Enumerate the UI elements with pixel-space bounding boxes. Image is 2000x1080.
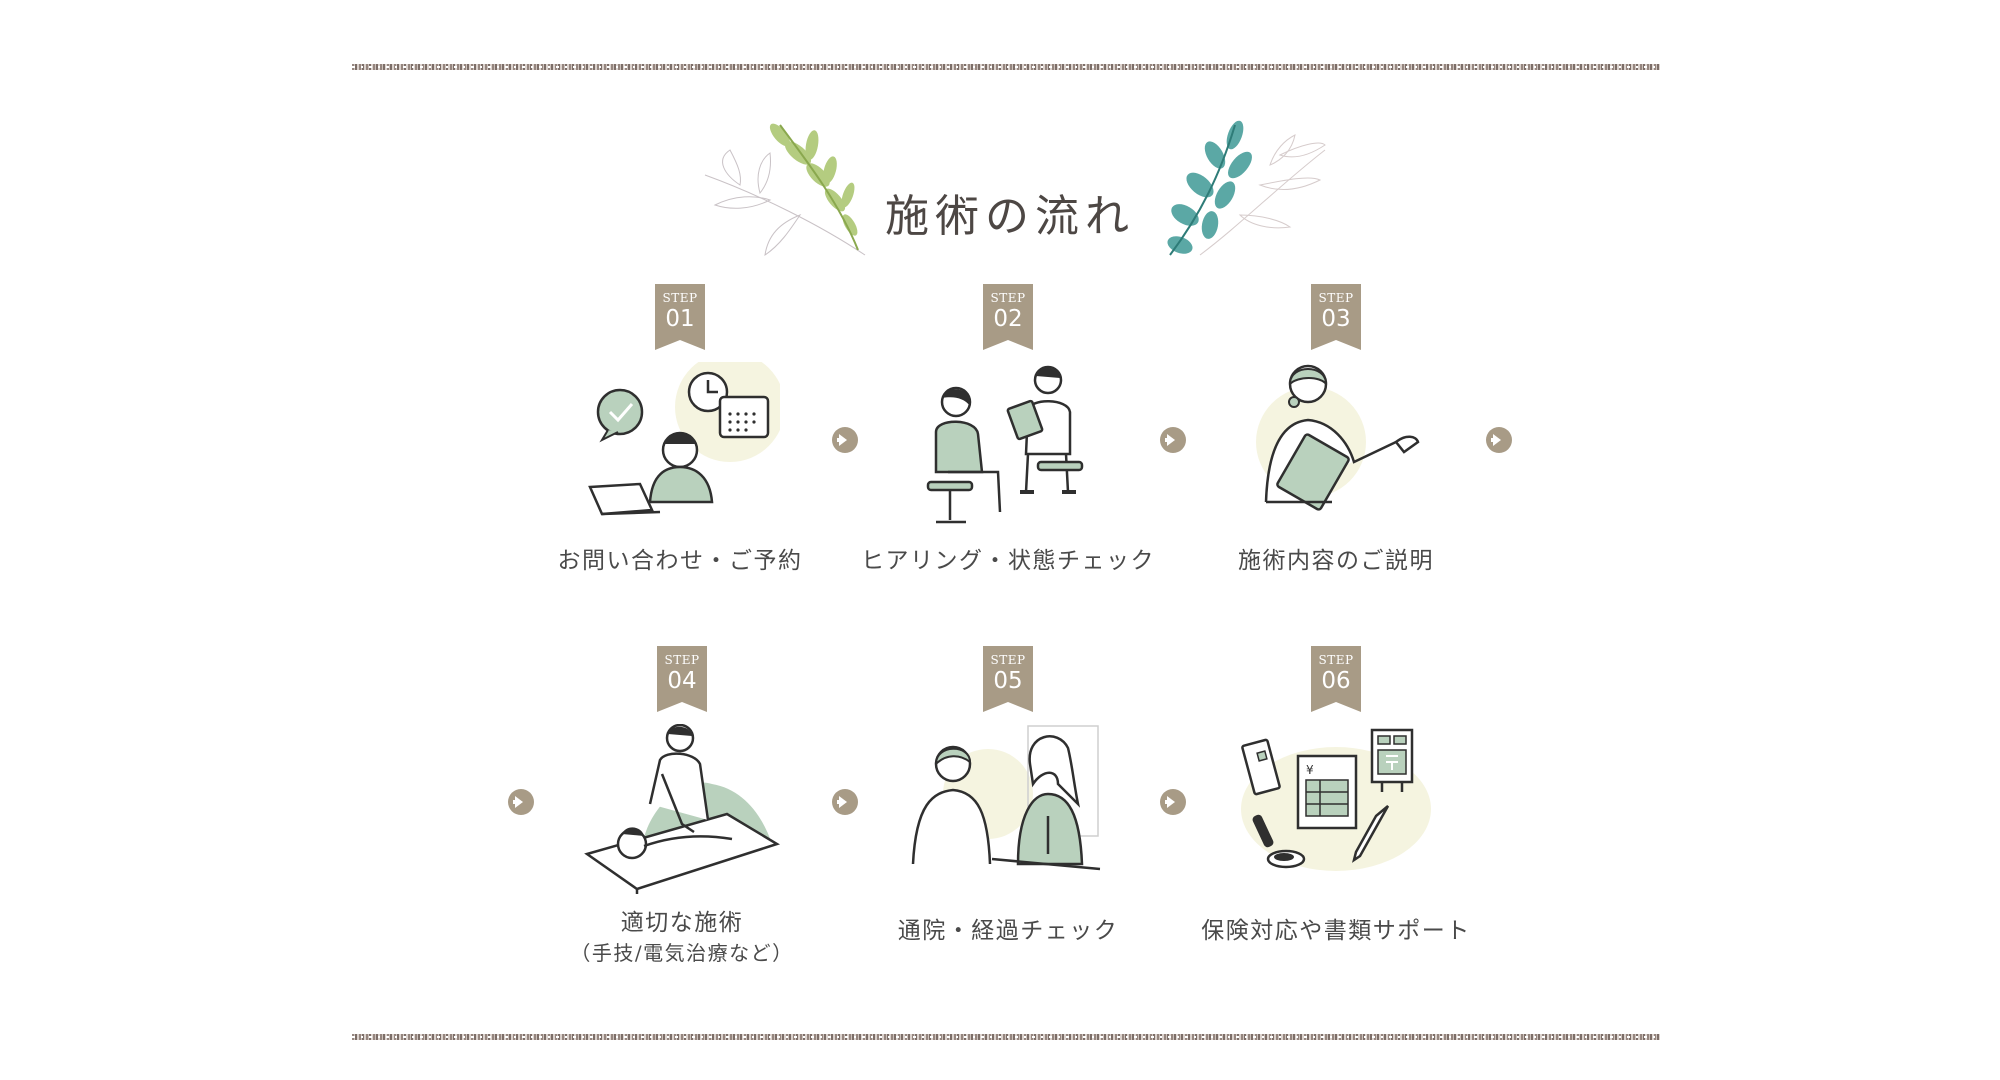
step-number: 01 (665, 306, 695, 332)
step-number: 06 (1321, 668, 1351, 694)
contact-reservation-illustration (580, 352, 785, 532)
treatment-illustration (582, 723, 782, 894)
yen-sign-icon: ¥ (1306, 763, 1314, 777)
right-leaves-decoration (1150, 115, 1330, 269)
progress-check-illustration (908, 724, 1108, 894)
step-caption: 通院・経過チェック (897, 918, 1119, 944)
step-label: STEP (990, 291, 1026, 305)
insurance-documents-illustration: ¥ (1236, 724, 1436, 894)
explanation-illustration (1236, 362, 1436, 532)
arrow-right-circle-icon (1160, 789, 1186, 815)
step-badge: STEP 03 (1311, 284, 1361, 350)
step-caption: お問い合わせ・ご予約 (557, 548, 803, 574)
hearing-illustration (908, 362, 1108, 532)
section-title: 施術の流れ (885, 191, 1135, 242)
step-number: 04 (667, 668, 697, 694)
step-label: STEP (990, 653, 1026, 667)
step-label: STEP (1318, 653, 1354, 667)
arrow-right-circle-icon (508, 789, 534, 815)
step-badge: STEP 05 (983, 646, 1033, 712)
step-badge: STEP 04 (657, 646, 707, 712)
top-decorative-border (352, 64, 1660, 70)
step-label: STEP (664, 653, 700, 667)
step-number: 02 (993, 306, 1023, 332)
step-caption: 施術内容のご説明 (1238, 548, 1434, 574)
left-leaves-decoration (700, 115, 870, 269)
step-caption-main: 適切な施術 (620, 910, 744, 936)
step-number: 05 (993, 668, 1023, 694)
arrow-right-circle-icon (832, 789, 858, 815)
arrow-right-circle-icon (1486, 427, 1512, 453)
step-badge: STEP 02 (983, 284, 1033, 350)
step-badge: STEP 06 (1311, 646, 1361, 712)
step-label: STEP (662, 291, 698, 305)
arrow-right-circle-icon (832, 427, 858, 453)
step-badge: STEP 01 (655, 284, 705, 350)
arrow-right-circle-icon (1160, 427, 1186, 453)
step-caption: 保険対応や書類サポート (1201, 918, 1471, 944)
step-caption: ヒアリング・状態チェック (861, 548, 1155, 574)
step-label: STEP (1318, 291, 1354, 305)
step-number: 03 (1321, 306, 1351, 332)
bottom-decorative-border (352, 1034, 1660, 1040)
step-caption: 適切な施術 （手技/電気治療など） (512, 908, 852, 968)
step-caption-sub: （手技/電気治療など） (570, 941, 794, 965)
